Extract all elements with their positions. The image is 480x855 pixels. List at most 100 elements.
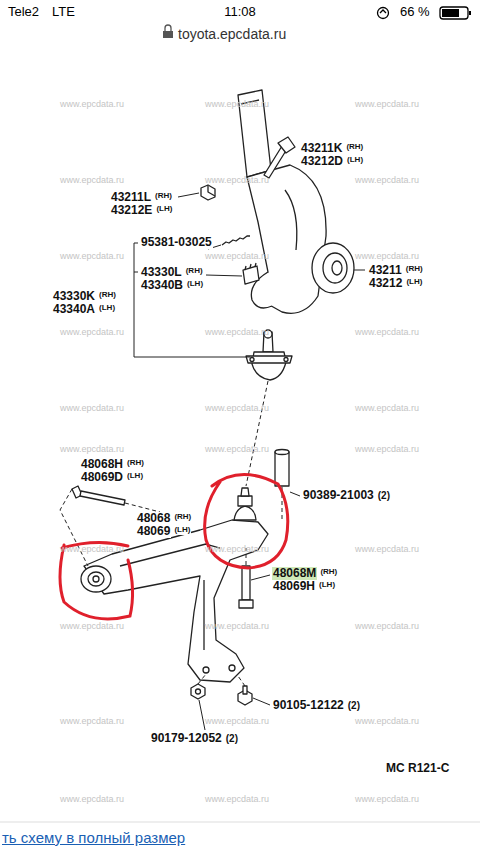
part-number: 43330K <box>52 290 96 303</box>
side-tag: (LH) <box>173 526 191 535</box>
side-tag: (LH) <box>126 472 144 481</box>
drawing-stroke <box>275 450 289 455</box>
watermark: www.epcdata.ru <box>205 795 269 805</box>
drawing-stroke <box>0 822 480 823</box>
part-number: 43211K <box>300 142 343 155</box>
drawing-stroke <box>238 676 245 686</box>
watermark: www.epcdata.ru <box>205 622 269 632</box>
drawing-stroke <box>199 700 205 730</box>
part-number: 43340B <box>140 279 184 292</box>
drawing-stroke <box>60 542 133 618</box>
drawing-stroke <box>163 31 173 38</box>
drawing-stroke <box>290 492 300 496</box>
drawing-stroke <box>253 698 270 705</box>
drawing-stroke <box>165 25 171 31</box>
drawing-stroke <box>60 381 282 686</box>
part-number: 43212E <box>110 204 153 217</box>
side-tag: (LH) <box>155 205 173 214</box>
drawing-stroke <box>247 165 326 313</box>
drawing-stroke <box>125 503 160 512</box>
drawing-stroke <box>196 689 201 694</box>
url-text: toyota.epcdata.ru <box>178 27 286 42</box>
side-tag: (RH) <box>345 143 364 152</box>
drawing-stroke <box>243 686 247 694</box>
side-tag: (RH) <box>98 291 117 300</box>
side-tag: (LH) <box>318 581 336 590</box>
status-text: 66 % <box>400 5 430 19</box>
callout-count: (2) <box>347 700 361 711</box>
drawing-stroke <box>201 185 215 200</box>
drawing-stroke <box>205 474 288 568</box>
drawing-stroke <box>229 665 235 671</box>
drawing-stroke <box>203 580 204 650</box>
drawing-stroke <box>442 9 459 17</box>
watermark: www.epcdata.ru <box>60 545 124 555</box>
watermark: www.epcdata.ru <box>355 100 419 110</box>
watermark: www.epcdata.ru <box>355 252 419 262</box>
watermark: www.epcdata.ru <box>205 445 269 455</box>
drawing-stroke <box>246 381 268 486</box>
part-number: 48068H <box>80 458 124 471</box>
part-number: 90105-12122 <box>272 699 345 712</box>
drawing-stroke <box>134 193 365 730</box>
part-number: 48069 <box>136 525 171 538</box>
watermark: www.epcdata.ru <box>60 328 124 338</box>
drawing-stroke <box>88 572 104 586</box>
status-text: Tele2 <box>8 5 39 19</box>
watermark: www.epcdata.ru <box>60 445 124 455</box>
drawing-stroke <box>312 243 354 293</box>
part-number: 43212D <box>300 155 344 168</box>
drawing-stroke <box>285 190 297 250</box>
watermark: www.epcdata.ru <box>355 328 419 338</box>
drawing-stroke <box>81 566 111 592</box>
part-number: 90179-12052 <box>150 732 223 745</box>
callout-count: (2) <box>225 733 239 744</box>
watermark: www.epcdata.ru <box>205 404 269 414</box>
watermark: www.epcdata.ru <box>205 252 269 262</box>
drawing-stroke <box>222 236 250 245</box>
watermark: www.epcdata.ru <box>60 717 124 727</box>
drawing-stroke <box>198 674 206 684</box>
watermark: www.epcdata.ru <box>355 795 419 805</box>
drawing-stroke <box>242 566 250 600</box>
diagram-code: MC R121-C <box>385 762 450 775</box>
watermark: www.epcdata.ru <box>60 404 124 414</box>
side-tag: (LH) <box>346 156 364 165</box>
watermark: www.epcdata.ru <box>60 100 124 110</box>
drawing-stroke <box>178 193 199 197</box>
drawing-stroke <box>251 575 270 580</box>
side-tag: (RH) <box>173 513 192 522</box>
watermark: www.epcdata.ru <box>60 795 124 805</box>
part-number: 43211L <box>110 191 152 204</box>
side-tag: (RH) <box>154 192 173 201</box>
watermark: www.epcdata.ru <box>205 100 269 110</box>
watermark: www.epcdata.ru <box>355 404 419 414</box>
drawing-stroke <box>323 253 347 283</box>
part-number: 43212 <box>368 277 403 290</box>
watermark: www.epcdata.ru <box>355 622 419 632</box>
drawing-stroke <box>275 452 289 486</box>
part-number: 90389-21003 <box>302 489 375 502</box>
watermark: www.epcdata.ru <box>60 176 124 186</box>
watermark: www.epcdata.ru <box>205 176 269 186</box>
drawing-stroke <box>378 8 389 19</box>
side-tag: (RH) <box>319 568 338 577</box>
drawing-stroke <box>250 358 254 362</box>
drawing-stroke <box>60 489 88 566</box>
watermark: www.epcdata.ru <box>355 545 419 555</box>
drawing-stroke <box>206 275 242 276</box>
part-number: 48069H <box>272 580 316 593</box>
watermark: www.epcdata.ru <box>355 176 419 186</box>
side-tag: (RH) <box>405 265 424 274</box>
drawing-stroke <box>241 488 249 496</box>
drawing-stroke <box>354 270 365 271</box>
drawing-stroke <box>332 261 342 275</box>
drawing-stroke <box>246 356 292 363</box>
link-text: ть схему в полный размер <box>2 830 185 847</box>
part-number: 43330L <box>140 266 183 279</box>
side-tag: (LH) <box>186 280 204 289</box>
part-number: 43211 <box>368 264 403 277</box>
watermark: www.epcdata.ru <box>60 622 124 632</box>
